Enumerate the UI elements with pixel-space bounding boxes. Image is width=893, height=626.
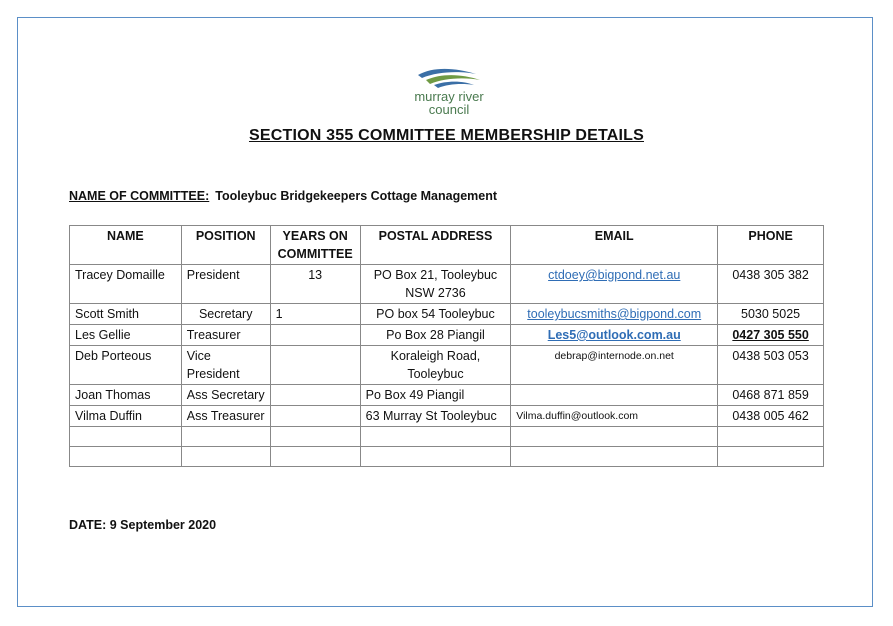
member-years: 1 — [269, 303, 361, 325]
member-name: Scott Smith — [69, 303, 182, 325]
committee-label: NAME OF COMMITTEE: — [69, 189, 210, 203]
member-email: debrap@internode.on.net — [510, 345, 719, 385]
member-address: PO box 54 Tooleybuc — [359, 303, 512, 325]
document-title: SECTION 355 COMMITTEE MEMBERSHIP DETAILS — [248, 127, 644, 144]
table-row: Les Gellie Treasurer Po Box 28 Piangil L… — [69, 324, 824, 346]
member-name: Vilma Duffin — [69, 405, 182, 427]
member-name: Deb Porteous — [69, 345, 182, 385]
table-row: Deb Porteous Vice President Koraleigh Ro… — [69, 345, 824, 385]
member-address: Koraleigh Road, Tooleybuc — [359, 345, 512, 385]
member-address: Po Box 28 Piangil — [359, 324, 512, 346]
member-address: 63 Murray St Tooleybuc — [359, 405, 512, 427]
committee-name: NAME OF COMMITTEE: Tooleybuc Bridgekeeper… — [69, 189, 497, 203]
member-position: Ass Secretary — [180, 384, 271, 406]
member-email-link[interactable]: ctdoey@bigpond.net.au — [548, 268, 681, 282]
member-years: 13 — [269, 264, 361, 304]
table-row: Tracey Domaille President 13 PO Box 21, … — [69, 264, 824, 304]
member-phone: 0438 005 462 — [717, 405, 824, 427]
member-years — [269, 384, 361, 406]
member-years — [269, 324, 361, 346]
table-row-empty — [69, 446, 824, 467]
member-name: Joan Thomas — [69, 384, 182, 406]
member-name: Les Gellie — [69, 324, 182, 346]
header-years: YEARS ON COMMITTEE — [269, 225, 361, 265]
member-position: Secretary — [180, 303, 271, 325]
member-phone: 0438 503 053 — [717, 345, 824, 385]
member-position: Treasurer — [180, 324, 271, 346]
committee-value: Tooleybuc Bridgekeepers Cottage Manageme… — [215, 189, 498, 203]
header-name: NAME — [69, 225, 182, 265]
header-address: POSTAL ADDRESS — [359, 225, 512, 265]
member-position: Ass Treasurer — [180, 405, 271, 427]
table-row: Scott Smith Secretary 1 PO box 54 Tooley… — [69, 303, 824, 325]
member-email-link[interactable]: Les5@outlook.com.au — [547, 328, 681, 342]
header-phone: PHONE — [717, 225, 824, 265]
member-position: President — [180, 264, 271, 304]
member-email: Vilma.duffin@outlook.com — [510, 405, 719, 427]
member-years — [269, 405, 361, 427]
member-address: PO Box 21, Tooleybuc NSW 2736 — [359, 264, 512, 304]
member-email-link[interactable]: tooleybucsmiths@bigpond.com — [527, 307, 702, 321]
member-address: Po Box 49 Piangil — [359, 384, 512, 406]
document-date: DATE: 9 September 2020 — [69, 518, 217, 532]
logo-text-line1: murray river — [414, 89, 484, 104]
header-position: POSITION — [180, 225, 271, 265]
membership-table: NAME POSITION YEARS ON COMMITTEE POSTAL … — [69, 225, 824, 467]
logo-text-line2: council — [428, 102, 470, 117]
member-phone: 0438 305 382 — [717, 264, 824, 304]
member-years — [269, 345, 361, 385]
table-header-row: NAME POSITION YEARS ON COMMITTEE POSTAL … — [69, 225, 824, 265]
member-phone: 0468 871 859 — [717, 384, 824, 406]
header-email: EMAIL — [510, 225, 719, 265]
member-email — [510, 384, 719, 406]
river-logo-icon — [418, 68, 480, 88]
member-phone: 0427 305 550 — [717, 324, 824, 346]
member-name: Tracey Domaille — [69, 264, 182, 304]
member-phone: 5030 5025 — [717, 303, 824, 325]
page-border — [17, 17, 873, 607]
council-logo: murray river council — [404, 66, 494, 118]
member-position: Vice President — [180, 345, 271, 385]
table-row: Vilma Duffin Ass Treasurer 63 Murray St … — [69, 405, 824, 427]
table-row-empty — [69, 426, 824, 447]
table-row: Joan Thomas Ass Secretary Po Box 49 Pian… — [69, 384, 824, 406]
